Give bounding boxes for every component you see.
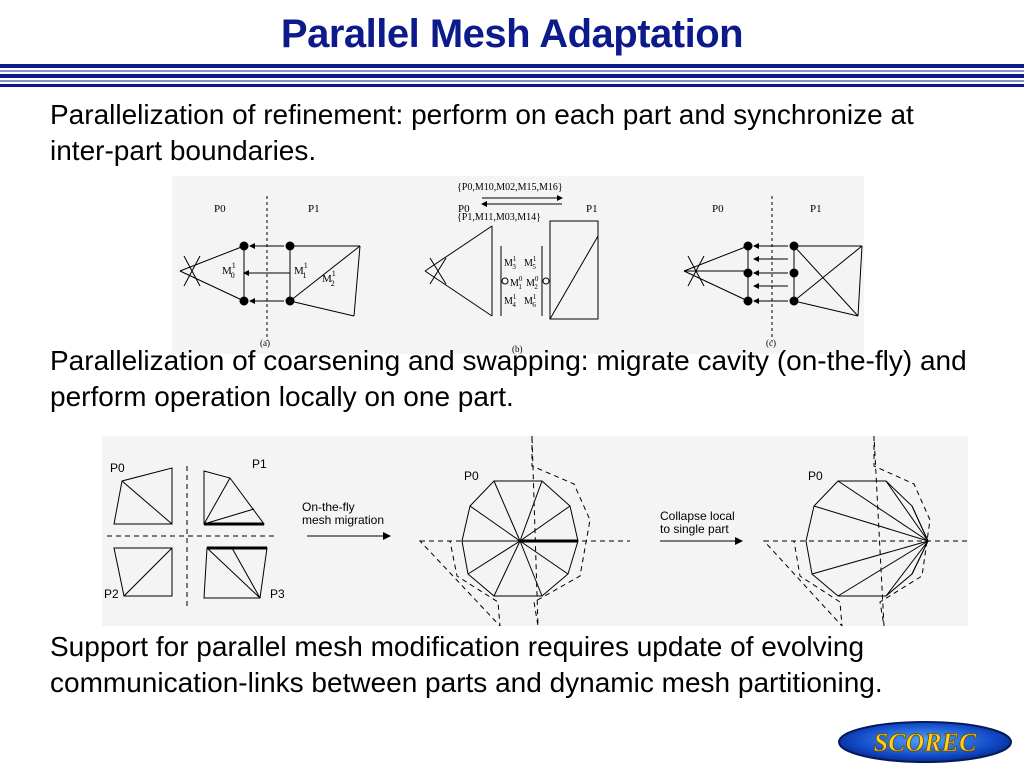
arrow2-label-line2: to single part xyxy=(660,522,729,536)
svg-text:M02: M02 xyxy=(526,275,539,291)
coarsening-figure: P0 P1 P2 P3 On-the-fly mesh migration P0… xyxy=(102,436,968,626)
slide-title: Parallel Mesh Adaptation xyxy=(280,12,744,56)
panel-b-message-top: {P0,M10,M02,M15,M16} xyxy=(457,182,563,193)
svg-text:M15: M15 xyxy=(524,255,537,271)
svg-text:M10: M10 xyxy=(222,261,236,280)
arrow1-label-line2: mesh migration xyxy=(302,513,384,527)
scorec-logo: SCOREC xyxy=(838,721,1012,763)
part-label-p1: P1 xyxy=(252,457,267,471)
svg-text:M01: M01 xyxy=(510,275,523,291)
panel-c-left-label: P0 xyxy=(712,203,724,215)
collapsed-octagon xyxy=(762,436,968,626)
right-part-label: P0 xyxy=(808,469,823,483)
panel-b-caption: (b) xyxy=(512,344,523,354)
octagon-cavity xyxy=(418,436,630,626)
svg-text:M14: M14 xyxy=(504,293,517,309)
paragraph-refinement: Parallelization of refinement: perform o… xyxy=(50,99,914,166)
part-label-p2: P2 xyxy=(104,587,119,601)
panel-b-left-label: P0 xyxy=(458,203,470,215)
svg-text:M12: M12 xyxy=(322,269,336,288)
part-label-p3: P3 xyxy=(270,587,285,601)
svg-text:M16: M16 xyxy=(524,293,537,309)
paragraph-support: Support for parallel mesh modification r… xyxy=(50,631,883,698)
panel-b-message-bottom: {P1,M11,M03,M14} xyxy=(457,212,541,223)
paragraph-coarsening: Parallelization of coarsening and swappi… xyxy=(50,345,967,412)
part-label-p0: P0 xyxy=(110,461,125,475)
svg-text:M11: M11 xyxy=(294,261,308,280)
svg-text:M13: M13 xyxy=(504,255,517,271)
panel-b xyxy=(424,195,599,320)
logo-text: SCOREC xyxy=(874,728,977,757)
panel-c-caption: (c) xyxy=(766,338,776,348)
center-part-label: P0 xyxy=(464,469,479,483)
panel-a-left-label: P0 xyxy=(214,203,226,215)
panel-a-caption: (a) xyxy=(260,338,270,348)
panel-a-right-label: P1 xyxy=(308,203,320,215)
panel-c-right-label: P1 xyxy=(810,203,822,215)
arrow1-label-line1: On-the-fly xyxy=(302,500,355,514)
panel-b-right-label: P1 xyxy=(586,203,598,215)
panel-c xyxy=(683,196,863,341)
arrow2-label-line1: Collapse local xyxy=(660,509,735,523)
panel-a xyxy=(179,196,361,341)
